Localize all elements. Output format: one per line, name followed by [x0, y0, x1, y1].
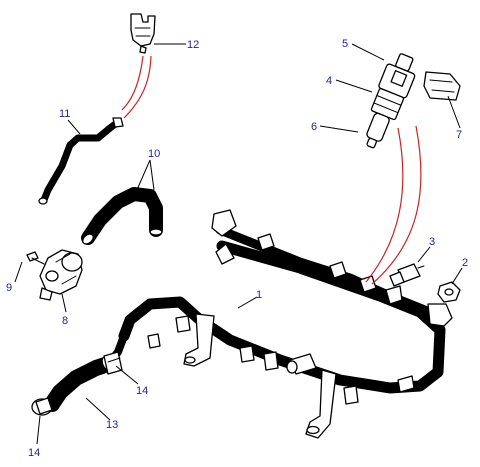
fuel-injector-part: [366, 53, 416, 149]
callout-6: 6: [311, 121, 317, 133]
pressure-regulator-part: [39, 249, 83, 301]
callout-10: 10: [148, 148, 160, 160]
nut-part: [437, 281, 461, 303]
callout-12: 12: [187, 39, 199, 51]
callout-11: 11: [59, 108, 70, 120]
callout-8: 8: [62, 315, 68, 327]
injector-clip-part: [423, 71, 461, 101]
fuel-rail-part: [106, 209, 453, 439]
callout-13: 13: [106, 419, 118, 431]
hose-clip-upper-part: [103, 351, 123, 375]
curved-hose-part: [81, 187, 163, 245]
callout-2: 2: [462, 257, 468, 269]
callout-3: 3: [429, 236, 435, 248]
callout-14-lower: 14: [28, 447, 40, 459]
callout-14-upper: 14: [136, 385, 148, 397]
callout-1: 1: [256, 289, 262, 301]
callout-7: 7: [456, 129, 462, 141]
connector-clip-part: [130, 13, 156, 54]
callout-9: 9: [6, 282, 12, 294]
callout-labels: 1 2 3 4 5 6 7 8 9 10 11 12 13 14 14: [6, 38, 468, 459]
leader-lines: [14, 43, 463, 445]
connector-lines: [121, 55, 422, 285]
callout-4: 4: [326, 75, 332, 87]
hose-clip-lower-part: [31, 397, 53, 416]
temperature-sensor-part: [389, 263, 425, 287]
screw-part: [26, 251, 45, 265]
callout-5: 5: [342, 38, 348, 50]
breather-pipe-part: [38, 117, 124, 205]
